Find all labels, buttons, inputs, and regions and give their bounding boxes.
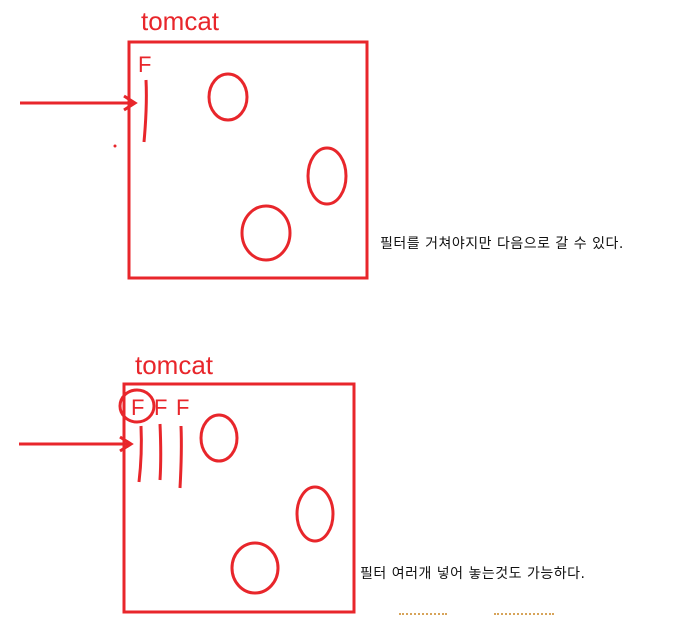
resource-circle — [207, 72, 249, 122]
diagram-canvas: F F F — [19, 382, 356, 614]
resource-circle — [295, 485, 335, 543]
diagram-caption: 필터 여러개 넣어 놓는것도 가능하다. — [360, 566, 586, 582]
diagram-single-filter: tomcat F 필터를 거쳐야지만 다음으로 갈 수 있다. — [0, 0, 686, 300]
server-box — [127, 40, 369, 280]
server-box — [122, 382, 356, 614]
squiggle-underline — [399, 611, 447, 615]
squiggle-underline — [494, 611, 554, 615]
filter-bar — [178, 425, 183, 489]
filter-bar — [137, 425, 143, 483]
resource-circle — [230, 541, 280, 595]
diagram-multiple-filters: tomcat F F F 필터 여러개 넣어 놓는것도 가능하다. — [0, 340, 686, 626]
server-title: tomcat — [135, 350, 214, 380]
resource-circle — [306, 146, 348, 206]
ink-dot — [113, 144, 117, 148]
filter-bar — [142, 79, 148, 143]
server-title: tomcat — [141, 6, 220, 36]
filter-label: F — [176, 395, 189, 420]
resource-circle — [199, 413, 239, 463]
diagram-canvas: F — [20, 40, 369, 280]
diagram-caption: 필터를 거쳐야지만 다음으로 갈 수 있다. — [380, 236, 624, 252]
resource-circle — [240, 204, 292, 262]
filter-highlight-circle — [118, 388, 156, 424]
filter-bar — [158, 423, 163, 481]
filter-label: F — [154, 395, 167, 420]
request-arrow-head — [123, 94, 138, 112]
request-arrow-head — [119, 435, 134, 453]
filter-label: F — [131, 395, 144, 420]
filter-label: F — [138, 52, 151, 77]
